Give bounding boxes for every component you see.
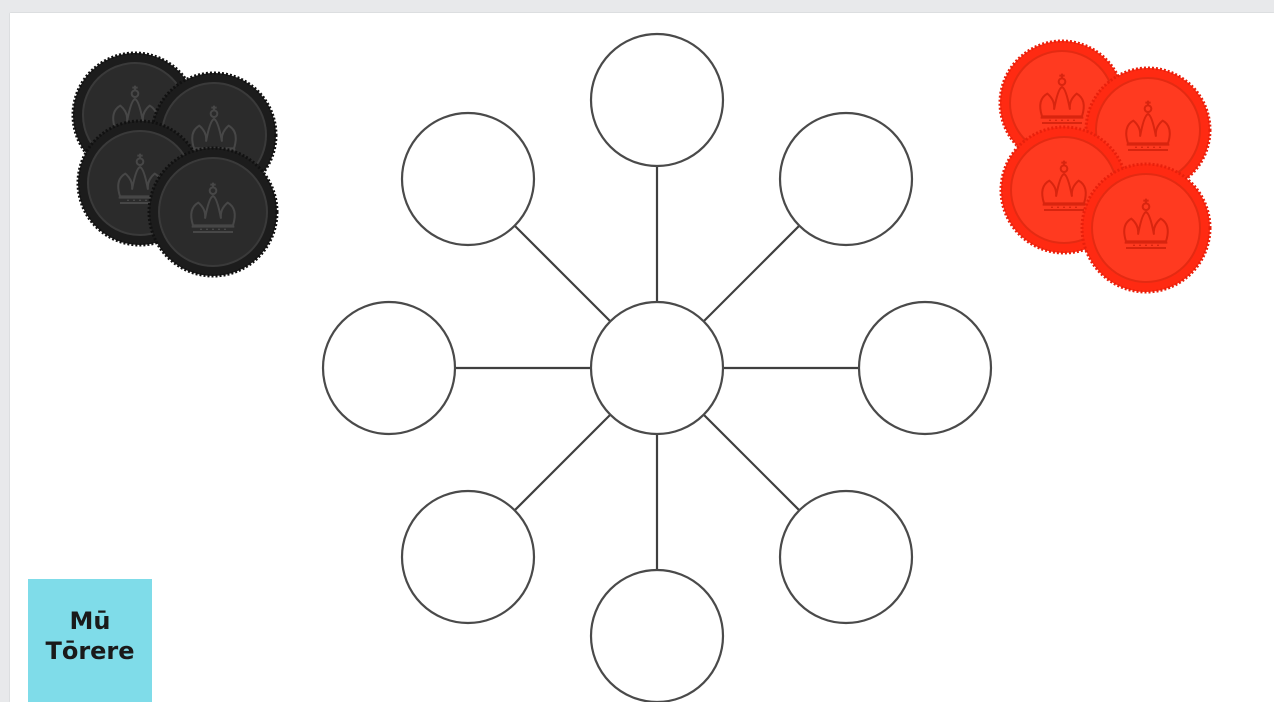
spot-west[interactable] [321,300,457,436]
spot-south[interactable] [589,568,725,702]
black-piece[interactable] [147,146,279,278]
black-pieces-pile [71,51,279,278]
spot-northwest[interactable] [400,111,536,247]
game-title-box: Mū Tōrere [28,579,152,702]
game-title-line2: Tōrere [45,636,135,665]
spot-north[interactable] [589,32,725,168]
spot-center-putahi[interactable] [589,300,725,436]
spot-east[interactable] [857,300,993,436]
spot-southeast[interactable] [778,489,914,625]
game-title-line1: Mū [69,606,111,635]
red-piece[interactable] [1080,162,1212,294]
red-pieces-pile [998,39,1212,294]
board-spots [321,32,993,702]
spot-southwest[interactable] [400,489,536,625]
spot-northeast[interactable] [778,111,914,247]
